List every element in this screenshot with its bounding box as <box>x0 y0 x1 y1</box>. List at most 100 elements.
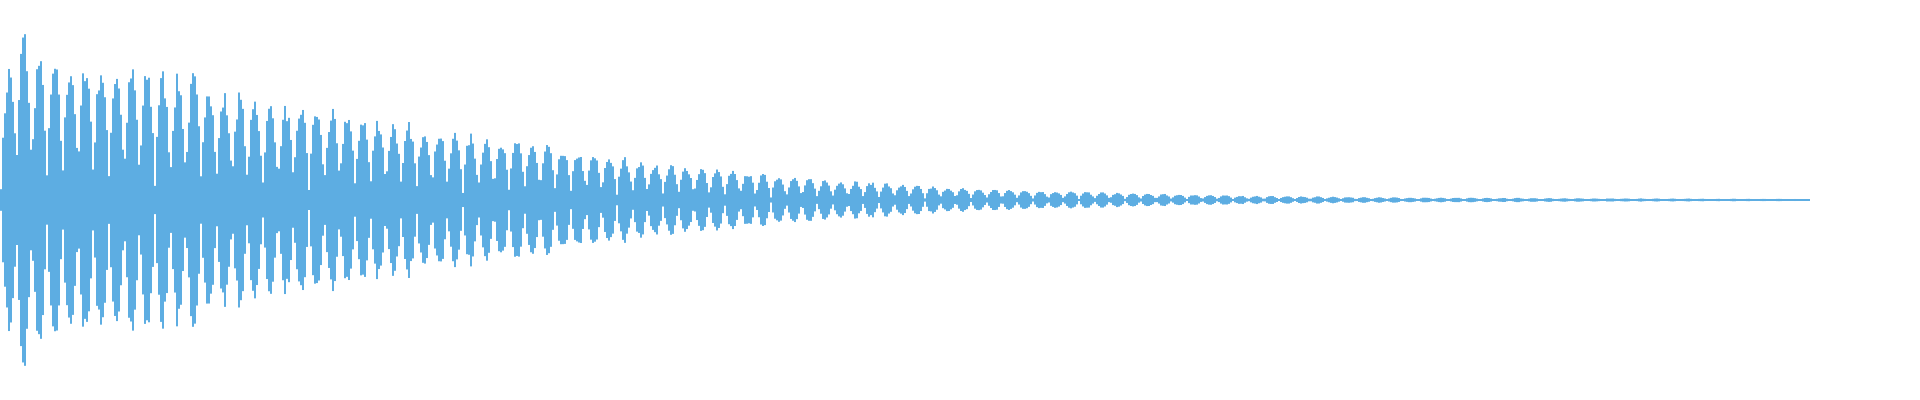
waveform-bar <box>898 187 900 213</box>
waveform-bar <box>1338 198 1340 202</box>
waveform-bar <box>1018 195 1020 205</box>
waveform-bar <box>1412 198 1414 202</box>
waveform-bar <box>546 145 548 255</box>
waveform-bar <box>228 133 230 267</box>
waveform-bar <box>1534 198 1536 202</box>
waveform-bar <box>1124 198 1126 202</box>
waveform-bar <box>414 163 416 237</box>
waveform-bar <box>148 77 150 323</box>
waveform-bar <box>238 92 240 308</box>
waveform-bar <box>790 181 792 219</box>
waveform-bar <box>962 188 964 212</box>
waveform-bar <box>372 150 374 250</box>
waveform-bar <box>346 123 348 277</box>
waveform-bar <box>594 158 596 242</box>
waveform-bar <box>782 184 784 216</box>
waveform-bar <box>1396 197 1398 203</box>
waveform-bar <box>514 143 516 257</box>
waveform-bar <box>454 132 456 268</box>
waveform-bar <box>748 176 750 224</box>
waveform-bar <box>494 178 496 222</box>
waveform-bar <box>224 93 226 307</box>
waveform-bar <box>450 153 452 247</box>
waveform-bar <box>1804 199 1806 201</box>
waveform-bar <box>950 190 952 210</box>
waveform-bar <box>1442 197 1444 203</box>
waveform-bar <box>914 186 916 214</box>
waveform-bar <box>260 155 262 245</box>
waveform-bar <box>1256 195 1258 205</box>
waveform-bar <box>1278 199 1280 201</box>
waveform-bar <box>712 177 714 223</box>
waveform-bar <box>16 155 18 245</box>
waveform-bar <box>1244 197 1246 203</box>
waveform-bar <box>1484 197 1486 203</box>
waveform-bar <box>1322 197 1324 203</box>
waveform-bar <box>970 198 972 202</box>
waveform-bar <box>1806 199 1808 201</box>
waveform-bar <box>1086 192 1088 208</box>
waveform-bar <box>1586 199 1588 201</box>
waveform-bar <box>388 150 390 250</box>
waveform-bar <box>752 182 754 218</box>
waveform-bar <box>1470 197 1472 203</box>
waveform-bar <box>362 125 364 275</box>
waveform-bar <box>942 191 944 209</box>
waveform-bar <box>110 132 112 268</box>
waveform-bar <box>376 120 378 280</box>
waveform-bar <box>734 174 736 226</box>
waveform-bar <box>28 102 30 298</box>
waveform-bar <box>106 130 108 270</box>
waveform-bar <box>162 71 164 329</box>
waveform-bar <box>308 189 310 211</box>
waveform-bar <box>784 191 786 209</box>
waveform-bar <box>1230 197 1232 203</box>
waveform-bar <box>1780 198 1782 202</box>
waveform-bar <box>1546 198 1548 202</box>
waveform-bar <box>1360 197 1362 203</box>
waveform-bar <box>490 161 492 239</box>
waveform-bar <box>234 131 236 269</box>
waveform-bar <box>304 122 306 278</box>
waveform-bar <box>1108 197 1110 203</box>
waveform-bar <box>1472 197 1474 203</box>
waveform-bar <box>530 147 532 253</box>
waveform-bar <box>1530 198 1532 202</box>
waveform-bar <box>564 156 566 244</box>
waveform-bar <box>366 139 368 261</box>
waveform-bar <box>1772 199 1774 201</box>
waveform-bar <box>876 191 878 209</box>
waveform-bar <box>1478 199 1480 201</box>
waveform-bar <box>936 190 938 210</box>
waveform-bar <box>1728 199 1730 201</box>
waveform-bar <box>660 179 662 221</box>
waveform-bar <box>1096 195 1098 205</box>
waveform-bar <box>504 153 506 247</box>
waveform-bar <box>918 186 920 214</box>
waveform-bar <box>270 106 272 294</box>
waveform-bar <box>1432 199 1434 201</box>
waveform-bar <box>1330 197 1332 203</box>
waveform-bar <box>218 138 220 262</box>
waveform-bar <box>216 173 218 227</box>
waveform-bar <box>48 128 50 272</box>
waveform-bar <box>1518 197 1520 203</box>
waveform-bar <box>384 174 386 226</box>
waveform-bar <box>186 151 188 249</box>
waveform-bar <box>1720 199 1722 201</box>
waveform-bar <box>1656 198 1658 202</box>
waveform-bar <box>1418 199 1420 201</box>
waveform-bar <box>178 91 180 309</box>
waveform-bar <box>846 193 848 207</box>
waveform-bar <box>1566 198 1568 202</box>
waveform-bar <box>906 190 908 210</box>
waveform-bar <box>394 129 396 271</box>
waveform-bar <box>222 107 224 293</box>
waveform-bar <box>884 183 886 217</box>
waveform-bar <box>460 169 462 231</box>
waveform-bar <box>1768 199 1770 201</box>
waveform-bar <box>68 82 70 318</box>
waveform-bar <box>286 121 288 279</box>
waveform-bar <box>1630 199 1632 201</box>
waveform-bar <box>1030 195 1032 205</box>
